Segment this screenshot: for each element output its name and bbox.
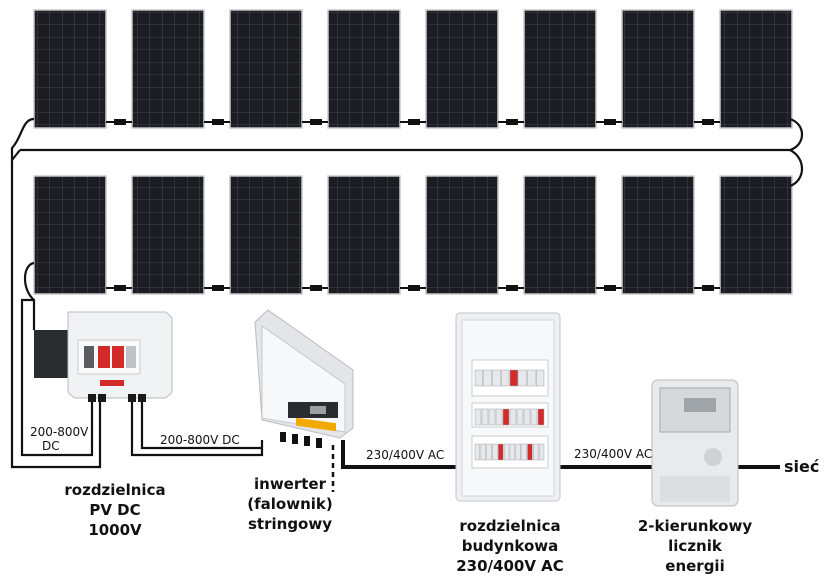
circuit-breaker — [502, 408, 510, 426]
ac-label-right: 230/400V AC — [574, 447, 653, 461]
circuit-breaker — [527, 369, 536, 387]
solar-panel — [425, 175, 499, 295]
circuit-breaker — [523, 408, 531, 426]
solar-panel — [621, 175, 695, 295]
solar-panel — [33, 9, 107, 129]
circuit-breaker — [536, 369, 545, 387]
mc4-connector — [408, 285, 420, 291]
grid-label: sieć — [784, 457, 820, 476]
solar-panel — [229, 175, 303, 295]
circuit-breaker — [518, 369, 527, 387]
inverter-label-line1: inwerter — [254, 475, 326, 493]
pv-box-label-line3: 1000V — [88, 521, 142, 539]
solar-panel — [131, 9, 205, 129]
mc4-connector — [506, 119, 518, 125]
dc-vertical-line2: DC — [42, 439, 60, 453]
mc4-connector — [506, 285, 518, 291]
mc4-connector — [604, 119, 616, 125]
mc4-connector — [702, 285, 714, 291]
solar-panel — [523, 9, 597, 129]
ac-cabling — [331, 440, 780, 492]
circuit-breaker — [515, 443, 521, 461]
mc4-connector — [702, 119, 714, 125]
solar-panel — [131, 175, 205, 295]
circuit-breaker — [480, 443, 486, 461]
circuit-breaker — [521, 443, 527, 461]
circuit-breaker — [474, 369, 483, 387]
meter-label: 2-kierunkowy licznik energii — [630, 516, 760, 576]
circuit-breaker — [498, 443, 504, 461]
mc4-connector — [604, 285, 616, 291]
pv-box-label-line1: rozdzielnica — [64, 481, 166, 499]
dc-vertical-label: 200-800V DC — [30, 425, 94, 453]
building-panel-label: rozdzielnica budynkowa 230/400V AC — [440, 516, 580, 576]
building-panel-label-line1: rozdzielnica — [459, 517, 561, 535]
solar-panel — [327, 175, 401, 295]
energy-meter-icon — [651, 379, 739, 507]
inverter-label-line2: (falownik) — [247, 495, 333, 513]
mc4-connector — [310, 285, 322, 291]
solar-panels — [33, 9, 793, 295]
circuit-breaker — [486, 443, 492, 461]
solar-panel — [523, 175, 597, 295]
string-cabling — [10, 117, 804, 469]
circuit-breaker — [516, 408, 524, 426]
circuit-breaker — [503, 443, 510, 461]
dc-horizontal-label: 200-800V DC — [160, 433, 240, 447]
circuit-breaker — [488, 408, 496, 426]
meter-label-line3: energii — [665, 557, 725, 575]
mc4-connector — [114, 285, 126, 291]
circuit-breaker — [509, 443, 516, 461]
solar-panel — [719, 175, 793, 295]
circuit-breaker — [495, 408, 503, 426]
inverter-label: inwerter (falownik) stringowy — [240, 474, 340, 534]
circuit-breaker — [527, 443, 533, 461]
mc4-connector — [310, 119, 322, 125]
meter-label-line1: 2-kierunkowy — [637, 517, 753, 535]
dc-combiner-box-icon — [34, 311, 173, 402]
ac-label-left: 230/400V AC — [366, 448, 445, 462]
circuit-breaker — [483, 369, 492, 387]
mc4-connector — [212, 119, 224, 125]
solar-panel — [229, 9, 303, 129]
circuit-breaker — [509, 369, 518, 387]
mc4-connector — [212, 285, 224, 291]
pv-box-label: rozdzielnica PV DC 1000V — [55, 480, 175, 540]
pv-box-label-line2: PV DC — [89, 501, 141, 519]
distribution-board-icon — [455, 312, 561, 502]
circuit-breaker — [474, 408, 482, 426]
circuit-breaker — [501, 369, 510, 387]
solar-panel — [327, 9, 401, 129]
circuit-breaker — [492, 443, 498, 461]
solar-panel — [621, 9, 695, 129]
meter-label-line2: licznik — [668, 537, 722, 555]
solar-panel — [719, 9, 793, 129]
building-panel-label-line2: budynkowa — [461, 537, 559, 555]
inverter-icon — [254, 309, 354, 448]
circuit-breaker — [538, 443, 545, 461]
mc4-connectors — [106, 119, 720, 291]
circuit-breaker — [492, 369, 501, 387]
dc-vertical-line1: 200-800V — [30, 425, 89, 439]
circuit-breaker — [530, 408, 538, 426]
circuit-breaker — [474, 443, 481, 461]
mc4-connector — [114, 119, 126, 125]
mc4-connector — [408, 119, 420, 125]
circuit-breaker — [509, 408, 517, 426]
solar-panel — [425, 9, 499, 129]
circuit-breaker — [533, 443, 539, 461]
circuit-breaker — [537, 408, 545, 426]
solar-panel — [33, 175, 107, 295]
building-panel-label-line3: 230/400V AC — [456, 557, 564, 575]
inverter-label-line3: stringowy — [248, 515, 332, 533]
circuit-breaker — [481, 408, 489, 426]
